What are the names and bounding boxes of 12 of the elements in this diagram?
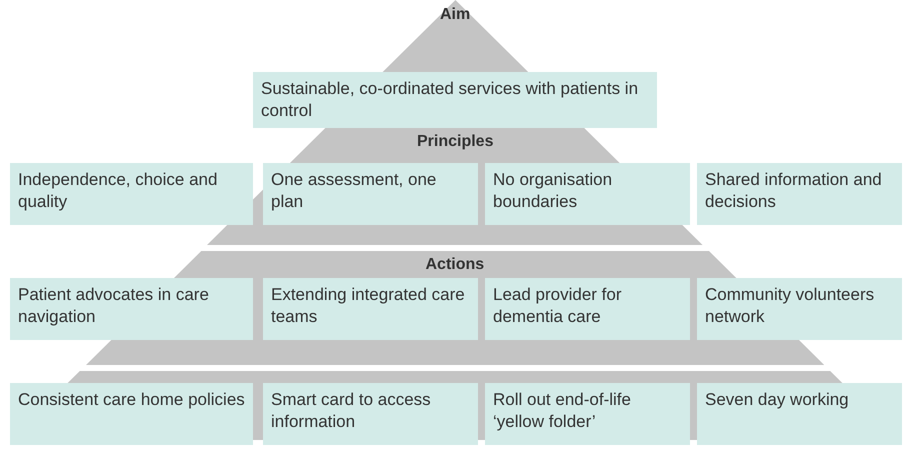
statement-card: Smart card to access information bbox=[263, 383, 478, 445]
statement-card: Seven day working bbox=[697, 383, 902, 445]
tier-heading: Actions bbox=[425, 256, 484, 274]
statement-card: Roll out end-of-life ‘yellow folder’ bbox=[485, 383, 690, 445]
statement-card: Consistent care home policies bbox=[10, 383, 253, 445]
tier-heading: Aim bbox=[440, 6, 470, 24]
statement-card: Community volunteers network bbox=[697, 278, 902, 340]
statement-card: Sustainable, co-ordinated services with patients in control bbox=[253, 72, 657, 128]
tier-heading: Principles bbox=[416, 133, 494, 151]
statement-card: Independence, choice and quality bbox=[10, 163, 253, 225]
statement-card: Shared information and decisions bbox=[697, 163, 902, 225]
statement-card: Patient advocates in care navigation bbox=[10, 278, 253, 340]
